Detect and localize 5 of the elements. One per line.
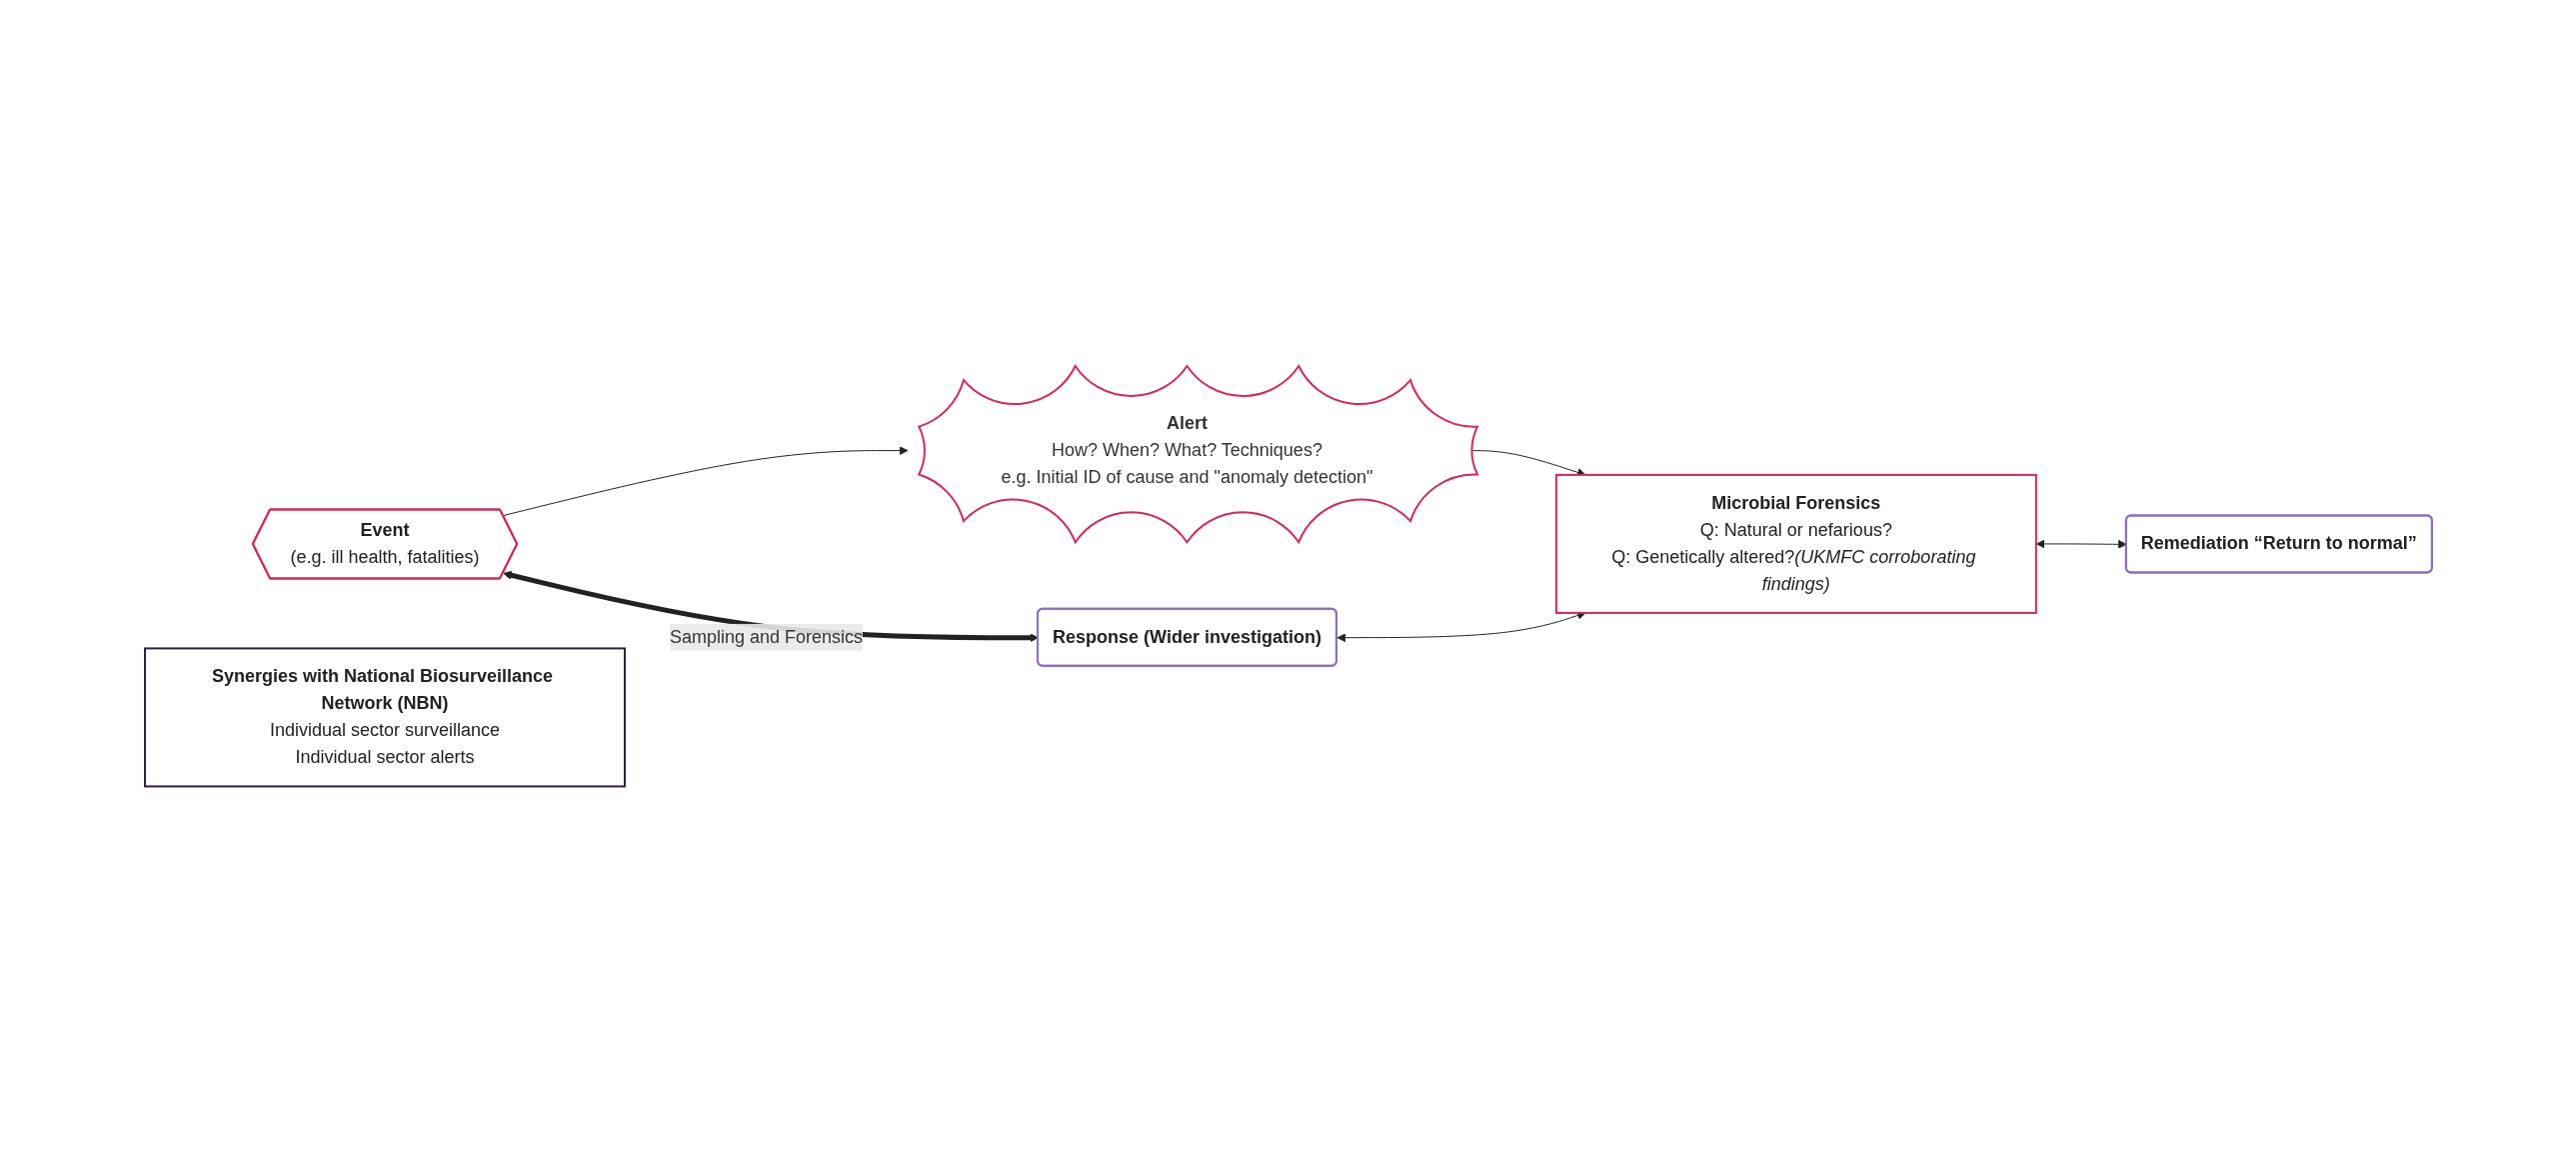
arrow [502,446,909,516]
node-box: Microbial Forensics Q: Natural or nefarious? Q: Genetically altered?(UKMFC corroborating findings) [1554,473,2037,614]
node-box: Synergies with National Biosurveillance Network (NBN) Individual sector surveillance Individual sector alerts [143,647,626,788]
arrow [1335,611,1586,642]
edge-label: Sampling and Forensics [669,626,863,647]
